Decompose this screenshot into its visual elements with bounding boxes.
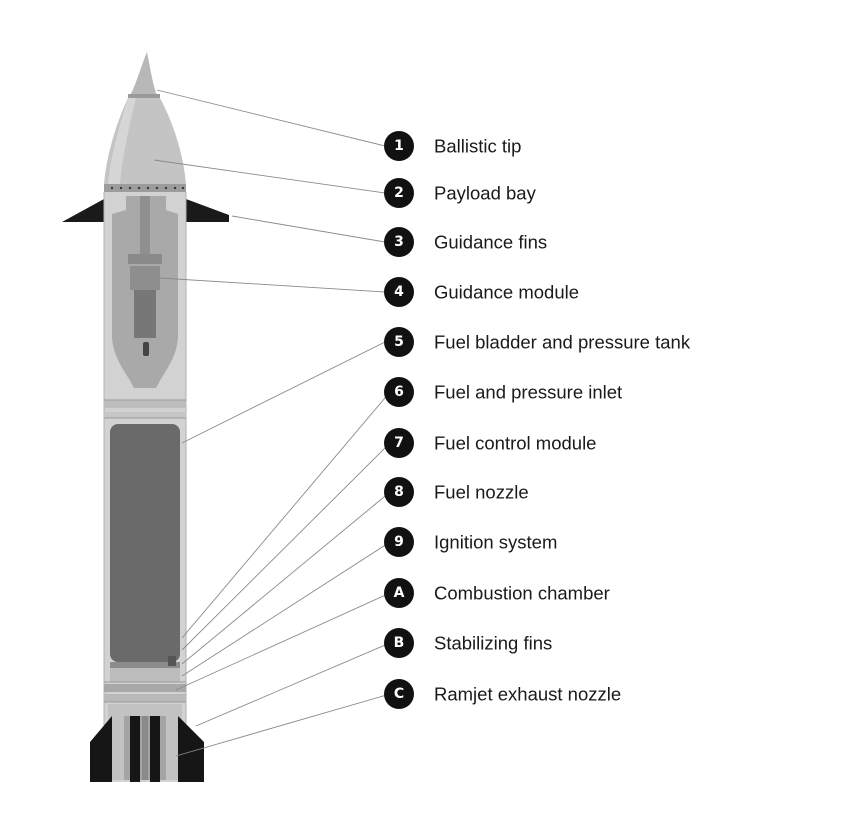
callout-B: B Stabilizing fins — [384, 628, 552, 658]
callout-C: C Ramjet exhaust nozzle — [384, 679, 621, 709]
callout-label: Ramjet exhaust nozzle — [434, 684, 621, 705]
number-badge — [384, 227, 414, 257]
leader-lines — [153, 89, 391, 757]
badge-number: 7 — [394, 435, 404, 451]
callout-7: 7 Fuel control module — [384, 428, 596, 458]
callout-6: 6 Fuel and pressure inlet — [384, 377, 622, 407]
leader-line-2 — [153, 159, 386, 194]
callout-5: 5 Fuel bladder and pressure tank — [384, 327, 691, 357]
callout-label: Fuel control module — [434, 433, 596, 454]
badge-number: 1 — [394, 138, 404, 154]
badge-number: 3 — [394, 234, 404, 250]
number-badge — [384, 131, 414, 161]
number-badge — [384, 327, 414, 357]
badge-letter: C — [394, 686, 404, 702]
callout-4: 4 Guidance module — [384, 277, 579, 307]
callout-A: A Combustion chamber — [384, 578, 610, 608]
letter-badge — [384, 679, 414, 709]
guidance-sensor — [143, 342, 149, 356]
nozzle-center-spike — [142, 716, 148, 780]
badge-number: 9 — [394, 534, 404, 550]
guidance-core — [134, 290, 156, 338]
callout-8: 8 Fuel nozzle — [384, 477, 529, 507]
leader-line-3 — [231, 215, 386, 243]
leader-line-4 — [159, 277, 386, 293]
leader-line-A — [175, 592, 391, 691]
stabilizing-fins — [90, 716, 204, 782]
letter-badge — [384, 628, 414, 658]
callout-label: Guidance module — [434, 282, 579, 303]
callout-9: 9 Ignition system — [384, 527, 557, 557]
leader-line-B — [195, 642, 391, 727]
leader-line-5 — [181, 341, 386, 444]
number-badge — [384, 377, 414, 407]
guidance-block — [130, 266, 160, 290]
callout-label: Fuel bladder and pressure tank — [434, 332, 691, 353]
tip-ring — [128, 94, 160, 98]
callout-label: Payload bay — [434, 183, 537, 204]
ignition-system — [104, 684, 186, 692]
leader-line-7 — [181, 442, 391, 651]
combustion-ring — [104, 694, 186, 702]
badge-number: 4 — [394, 284, 404, 300]
guidance-rod — [140, 196, 150, 256]
callout-1: 1 Ballistic tip — [384, 131, 521, 161]
rivets — [110, 186, 185, 190]
callout-label: Fuel nozzle — [434, 482, 529, 503]
callout-label: Fuel and pressure inlet — [434, 382, 622, 403]
bulkhead-ring-2 — [104, 412, 186, 418]
number-badge — [384, 428, 414, 458]
projectile-illustration — [62, 52, 229, 782]
callout-label: Combustion chamber — [434, 583, 610, 604]
letter-badge — [384, 578, 414, 608]
nose-highlight — [108, 98, 136, 184]
leader-line-1 — [156, 89, 386, 147]
bulkhead-ring-1 — [104, 400, 186, 408]
badge-letter: A — [394, 585, 405, 601]
badge-letter: B — [394, 635, 405, 651]
callout-list: 1 Ballistic tip 2 Payload bay 3 Guidance… — [384, 131, 691, 709]
fuel-inlet — [110, 662, 180, 668]
callout-label: Ignition system — [434, 532, 557, 553]
number-badge — [384, 527, 414, 557]
callout-2: 2 Payload bay — [384, 178, 537, 208]
number-badge — [384, 277, 414, 307]
guidance-collar — [128, 254, 162, 264]
badge-number: 8 — [394, 484, 404, 500]
callout-3: 3 Guidance fins — [384, 227, 547, 257]
leader-line-C — [175, 693, 391, 757]
callout-label: Ballistic tip — [434, 136, 521, 157]
rivet-band — [104, 184, 186, 192]
badge-number: 6 — [394, 384, 404, 400]
ballistic-tip — [130, 52, 157, 96]
number-badge — [384, 178, 414, 208]
badge-number: 5 — [394, 334, 404, 350]
fuel-nozzle — [110, 668, 180, 682]
callout-label: Stabilizing fins — [434, 633, 552, 654]
badge-number: 2 — [394, 185, 404, 201]
number-badge — [384, 477, 414, 507]
fuel-control-module — [168, 656, 176, 666]
callout-label: Guidance fins — [434, 232, 547, 253]
leader-line-8 — [181, 491, 391, 665]
fuel-pressure-tank — [110, 424, 180, 662]
leader-line-6 — [181, 391, 391, 639]
leader-line-9 — [181, 541, 391, 677]
